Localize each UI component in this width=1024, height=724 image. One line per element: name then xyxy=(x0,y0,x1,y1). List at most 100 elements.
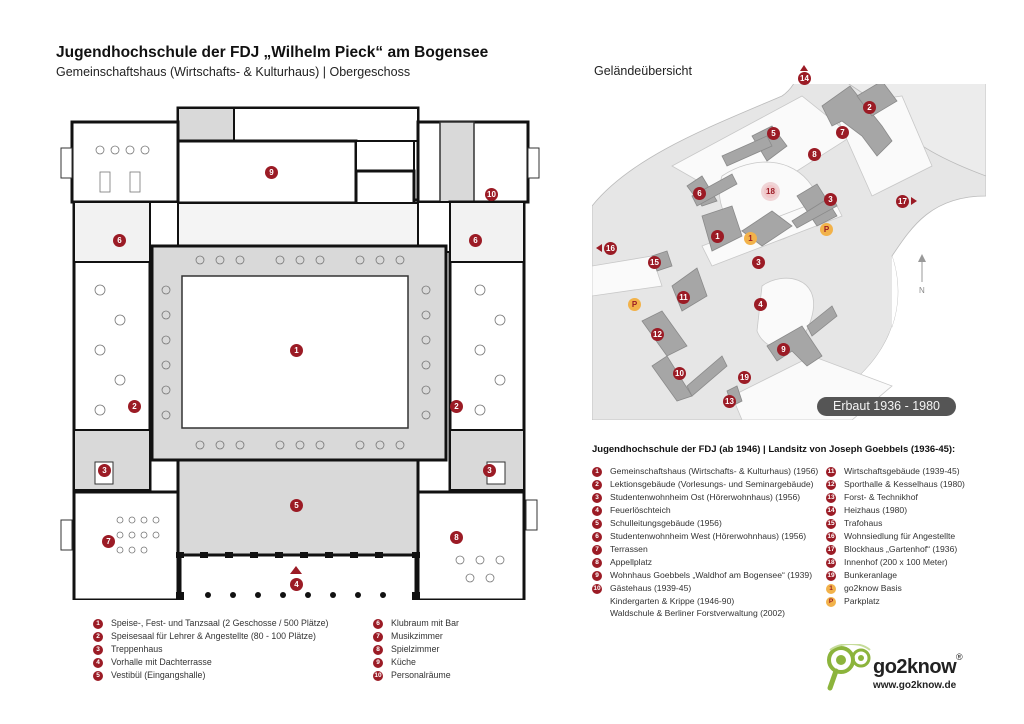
brand-url[interactable]: www.go2know.de xyxy=(873,680,957,691)
room-marker-2-right[interactable]: 2 xyxy=(450,400,463,413)
room-marker-3-left[interactable]: 3 xyxy=(98,464,111,477)
legend-number: 1 xyxy=(826,584,836,594)
legend-label: Vestibül (Eingangshalle) xyxy=(111,670,206,680)
legend-number: P xyxy=(826,597,836,607)
legend-label: Wohnhaus Goebbels „Waldhof am Bogensee“ … xyxy=(610,570,813,580)
map-marker-5[interactable]: 5 xyxy=(767,127,780,140)
legend-number: 19 xyxy=(826,571,836,581)
legend-label: Blockhaus „Gartenhof“ (1936) xyxy=(844,544,958,554)
legend-label: Vorhalle mit Dachterrasse xyxy=(111,657,212,667)
legend-label: Küche xyxy=(391,657,416,667)
map-marker-18[interactable]: 18 xyxy=(764,185,777,198)
legend-number: 1 xyxy=(93,619,103,629)
map-marker-parking-west[interactable]: P xyxy=(628,298,641,311)
room-marker-1[interactable]: 1 xyxy=(290,344,303,357)
brand-name: go2know xyxy=(873,656,957,678)
legend-number: 7 xyxy=(592,545,602,555)
room-marker-2-left[interactable]: 2 xyxy=(128,400,141,413)
map-marker-6[interactable]: 6 xyxy=(693,187,706,200)
map-marker-16[interactable]: 16 xyxy=(604,242,617,255)
legend-number: 16 xyxy=(826,532,836,542)
room-marker-6-right[interactable]: 6 xyxy=(469,234,482,247)
direction-arrow-up-icon xyxy=(800,65,808,71)
legend-number: 8 xyxy=(592,558,602,568)
map-marker-8[interactable]: 8 xyxy=(808,148,821,161)
legend-number: 6 xyxy=(592,532,602,542)
legend-label: Innenhof (200 x 100 Meter) xyxy=(844,557,948,567)
legend-label: Wohnsiedlung für Angestellte xyxy=(844,531,956,541)
room-marker-4[interactable]: 4 xyxy=(290,578,303,591)
legend-number: 2 xyxy=(93,632,103,642)
legend-number: 15 xyxy=(826,519,836,529)
legend-number: 3 xyxy=(93,645,103,655)
legend-label: Bunkeranlage xyxy=(844,570,898,580)
legend-item: 7 Terrassen xyxy=(592,544,818,557)
legend-number: 9 xyxy=(373,658,383,668)
legend-label: Studentenwohnheim Ost (Hörerwohnhaus) (1… xyxy=(610,492,801,502)
legend-label: Forst- & Technikhof xyxy=(844,492,918,502)
legend-label: Terrassen xyxy=(610,544,648,554)
room-marker-9[interactable]: 9 xyxy=(265,166,278,179)
legend-label: Schulleitungsgebäude (1956) xyxy=(610,518,722,528)
legend-item: P Parkplatz xyxy=(826,596,965,609)
page-title: Jugendhochschule der FDJ „Wilhelm Pieck“… xyxy=(56,44,489,61)
registered-mark: ® xyxy=(956,652,963,662)
map-marker-17[interactable]: 17 xyxy=(896,195,909,208)
legend-number: 10 xyxy=(373,671,383,681)
map-marker-2[interactable]: 2 xyxy=(863,101,876,114)
map-marker-12[interactable]: 12 xyxy=(651,328,664,341)
map-marker-19[interactable]: 19 xyxy=(738,371,751,384)
legend-item: 16 Wohnsiedlung für Angestellte xyxy=(826,531,965,544)
legend-label: Parkplatz xyxy=(844,596,880,606)
legend-item: 19 Bunkeranlage xyxy=(826,570,965,583)
legend-item: 9 Küche xyxy=(373,657,459,670)
map-marker-15[interactable]: 15 xyxy=(648,256,661,269)
legend-number: 4 xyxy=(93,658,103,668)
go2know-logo-icon xyxy=(826,643,872,694)
map-marker-3b[interactable]: 3 xyxy=(752,256,765,269)
legend-label: Speise-, Fest- und Tanzsaal (2 Geschosse… xyxy=(111,618,329,628)
legend-number: 5 xyxy=(592,519,602,529)
legend-label: Lektionsgebäude (Vorlesungs- und Seminar… xyxy=(610,479,814,489)
legend-label: Feuerlöschteich xyxy=(610,505,671,515)
room-marker-6-left[interactable]: 6 xyxy=(113,234,126,247)
legend-number: 6 xyxy=(373,619,383,629)
room-marker-3-right[interactable]: 3 xyxy=(483,464,496,477)
map-marker-7[interactable]: 7 xyxy=(836,126,849,139)
legend-number: 11 xyxy=(826,467,836,477)
map-marker-14[interactable]: 14 xyxy=(798,72,811,85)
map-marker-4[interactable]: 4 xyxy=(754,298,767,311)
map-marker-13[interactable]: 13 xyxy=(723,395,736,408)
room-marker-8[interactable]: 8 xyxy=(450,531,463,544)
legend-item: 1 Speise-, Fest- und Tanzsaal (2 Geschoss… xyxy=(93,618,328,631)
map-marker-10[interactable]: 10 xyxy=(673,367,686,380)
map-marker-3a[interactable]: 3 xyxy=(824,193,837,206)
legend-label: Heizhaus (1980) xyxy=(844,505,908,515)
map-marker-go2know-base[interactable]: 1 xyxy=(744,232,757,245)
map-marker-11[interactable]: 11 xyxy=(677,291,690,304)
map-marker-1[interactable]: 1 xyxy=(711,230,724,243)
map-marker-9[interactable]: 9 xyxy=(777,343,790,356)
legend-label: Musikzimmer xyxy=(391,631,443,641)
room-marker-5[interactable]: 5 xyxy=(290,499,303,512)
floorplan-legend-left: 1 Speise-, Fest- und Tanzsaal (2 Geschoss… xyxy=(93,618,328,683)
room-marker-7[interactable]: 7 xyxy=(102,535,115,548)
map-marker-parking-east[interactable]: P xyxy=(820,223,833,236)
room-marker-10[interactable]: 10 xyxy=(485,188,498,201)
direction-arrow-left-icon xyxy=(596,244,602,252)
